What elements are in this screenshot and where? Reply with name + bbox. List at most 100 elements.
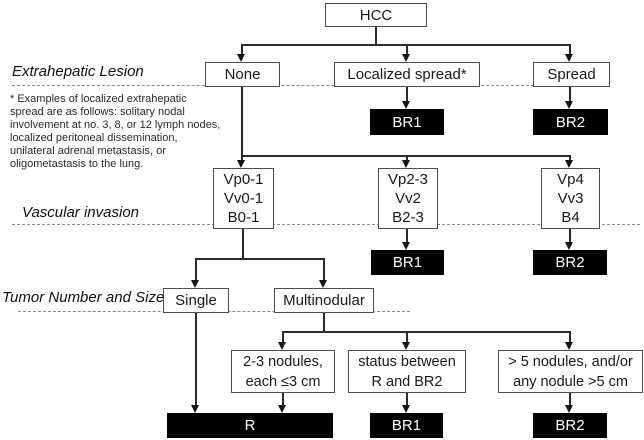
node-multinodular-label: Multinodular — [283, 292, 365, 309]
arrowhead — [237, 160, 245, 168]
node-vascular-high-line2: Vv3 — [557, 190, 584, 207]
connector-line — [406, 229, 408, 243]
arrowhead — [565, 342, 573, 350]
connector-line — [569, 44, 571, 55]
node-hcc-label: HCC — [359, 6, 393, 24]
connector-line — [406, 331, 408, 343]
outcome-r-label: R — [244, 417, 256, 434]
arrowhead — [191, 280, 199, 288]
connector-line — [323, 258, 325, 281]
connector-line — [195, 258, 197, 281]
footnote-line: spread are as follows: solitary nodal — [10, 105, 185, 118]
arrowhead — [319, 280, 327, 288]
connector-line — [241, 87, 243, 156]
outcome-br1-extrahepatic: BR1 — [370, 109, 444, 135]
arrowhead — [565, 101, 573, 109]
outcome-br1-vascular-label: BR1 — [392, 254, 423, 271]
node-spread-label: Spread — [547, 66, 596, 83]
arrowhead — [402, 54, 410, 62]
arrowhead — [237, 54, 245, 62]
node-localized-spread: Localized spread* — [334, 62, 480, 87]
node-2-3-nodules-line2: each ≤3 cm — [245, 373, 321, 390]
section-label-vascular-invasion: Vascular invasion — [22, 204, 140, 221]
arrowhead — [191, 405, 199, 413]
node-vascular-mid: Vp2-3 Vv2 B2-3 — [378, 168, 438, 229]
arrowhead — [565, 405, 573, 413]
node-2-3-nodules: 2-3 nodules, each ≤3 cm — [231, 350, 335, 393]
arrowhead — [402, 342, 410, 350]
outcome-br2-vascular: BR2 — [533, 250, 607, 275]
connector-line — [569, 87, 571, 102]
node-5-nodules-line2: any nodule >5 cm — [513, 373, 628, 390]
node-single: Single — [163, 288, 229, 313]
node-5-nodules: > 5 nodules, and/or any nodule >5 cm — [498, 350, 643, 393]
node-spread: Spread — [533, 62, 610, 87]
connector-line — [282, 393, 284, 406]
node-vascular-low: Vp0-1 Vv0-1 B0-1 — [213, 168, 274, 229]
footnote-line: oligometastasis to the lung. — [10, 157, 144, 170]
connector-line — [282, 331, 284, 343]
arrowhead — [565, 160, 573, 168]
arrowhead — [565, 54, 573, 62]
node-status-between-line1: status between — [358, 353, 456, 370]
node-hcc: HCC — [325, 3, 427, 27]
node-multinodular: Multinodular — [274, 288, 374, 313]
arrowhead — [402, 405, 410, 413]
outcome-br1-vascular: BR1 — [371, 250, 444, 275]
node-2-3-nodules-line1: 2-3 nodules, — [243, 353, 323, 370]
outcome-br1-tumor: BR1 — [370, 413, 443, 438]
footnote-line: * Examples of localized extrahepatic — [10, 93, 187, 105]
node-status-between: status between R and BR2 — [348, 350, 466, 393]
connector-line — [323, 313, 325, 331]
connector-line — [569, 331, 571, 343]
node-vascular-low-line1: Vp0-1 — [223, 171, 264, 188]
footnote-line: involvement at no. 3, 8, or 12 lymph nod… — [10, 118, 221, 131]
arrowhead — [278, 342, 286, 350]
connector-line — [569, 393, 571, 406]
arrowhead — [565, 242, 573, 250]
arrowhead — [402, 101, 410, 109]
connector-line — [406, 155, 408, 161]
footnote-line: localized peritoneal dissemination, — [10, 131, 178, 144]
connector-line — [241, 155, 243, 161]
node-vascular-mid-line3: B2-3 — [392, 209, 424, 226]
connector-line — [406, 393, 408, 406]
outcome-br2-extrahepatic: BR2 — [533, 109, 608, 135]
node-vascular-high-line1: Vp4 — [557, 171, 584, 188]
outcome-br2-tumor: BR2 — [533, 413, 607, 438]
section-label-extrahepatic-lesion: Extrahepatic Lesion — [12, 63, 144, 80]
node-vascular-high-line3: B4 — [561, 209, 580, 226]
node-vascular-low-line3: B0-1 — [227, 209, 260, 226]
connector-line — [196, 258, 325, 260]
outcome-br2-tumor-label: BR2 — [555, 417, 585, 434]
node-single-label: Single — [175, 292, 217, 309]
outcome-br1-extrahepatic-label: BR1 — [392, 113, 422, 131]
connector-line — [242, 229, 244, 258]
node-none: None — [205, 62, 280, 87]
node-5-nodules-line1: > 5 nodules, and/or — [508, 353, 633, 370]
connector-line — [569, 229, 571, 243]
outcome-br2-vascular-label: BR2 — [555, 254, 585, 271]
section-label-tumor-number-size: Tumor Number and Size — [2, 289, 165, 306]
node-none-label: None — [224, 66, 261, 83]
outcome-br2-extrahepatic-label: BR2 — [555, 113, 586, 131]
connector-line — [406, 44, 408, 55]
arrowhead — [278, 405, 286, 413]
footnote: * Examples of localized extrahepatic spr… — [10, 93, 220, 170]
node-localized-spread-label: Localized spread* — [347, 66, 467, 83]
connector-line — [241, 44, 243, 55]
outcome-r: R — [167, 413, 333, 438]
arrowhead — [402, 242, 410, 250]
arrowhead — [402, 160, 410, 168]
connector-line — [195, 313, 197, 406]
node-status-between-line2: R and BR2 — [371, 373, 443, 390]
node-vascular-low-line2: Vv0-1 — [223, 190, 264, 207]
node-vascular-mid-line2: Vv2 — [395, 190, 421, 207]
footnote-line: unilateral adrenal metastasis, or — [10, 144, 166, 157]
connector-line — [375, 27, 377, 45]
section-divider-vascular — [12, 224, 640, 225]
node-vascular-mid-line1: Vp2-3 — [387, 171, 429, 188]
connector-line — [569, 155, 571, 161]
node-vascular-high: Vp4 Vv3 B4 — [541, 168, 600, 229]
